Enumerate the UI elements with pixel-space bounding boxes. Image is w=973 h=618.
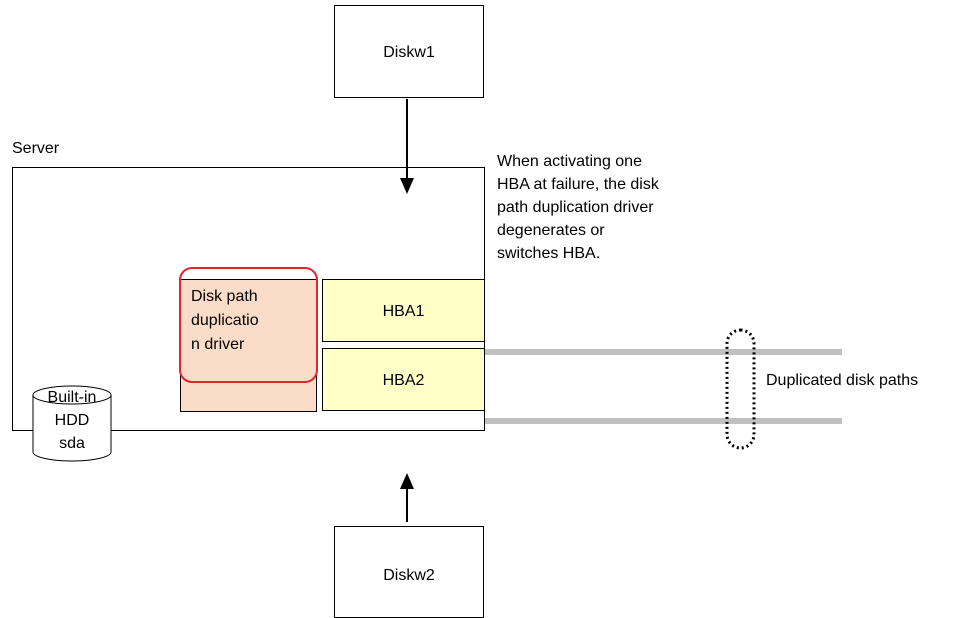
hba1-box: HBA1 bbox=[322, 279, 485, 342]
note-line: switches HBA. bbox=[497, 245, 601, 262]
disk-top-box: Diskw1 bbox=[334, 5, 484, 98]
arrow-up-head bbox=[400, 473, 414, 489]
note-line: HBA at failure, the disk bbox=[497, 176, 659, 193]
hdd-cylinder bbox=[32, 385, 112, 462]
hba1-label: HBA1 bbox=[382, 303, 425, 320]
disk-bottom-label: Diskw2 bbox=[383, 567, 435, 584]
disk-bottom-box: Diskw2 bbox=[334, 526, 484, 618]
hdd-label: Built-in HDD sda bbox=[33, 386, 111, 455]
paths-grouping-ellipse bbox=[725, 328, 756, 450]
hba2-box: HBA2 bbox=[322, 348, 485, 411]
hdd-label-line: Built-in bbox=[47, 389, 97, 406]
server-label: Server bbox=[12, 140, 60, 157]
driver-label-line: n driver bbox=[191, 336, 245, 353]
arrow-down-head bbox=[400, 178, 414, 194]
driver-label-line: Disk path bbox=[191, 288, 258, 305]
hba2-label: HBA2 bbox=[382, 372, 425, 389]
note-line: path duplication driver bbox=[497, 199, 654, 216]
disk-top-label: Diskw1 bbox=[383, 44, 435, 61]
note-line: When activating one bbox=[497, 153, 642, 170]
note-line: degenerates or bbox=[497, 222, 605, 239]
duplicated-paths-label: Duplicated disk paths bbox=[766, 372, 919, 389]
driver-label-line: duplicatio bbox=[191, 312, 259, 329]
driver-highlight bbox=[179, 267, 318, 383]
hdd-label-line: sda bbox=[59, 435, 85, 452]
failure-note: When activating one HBA at failure, the … bbox=[497, 150, 659, 265]
driver-label: Disk path duplicatio n driver bbox=[191, 285, 259, 357]
hdd-label-line: HDD bbox=[54, 412, 90, 429]
